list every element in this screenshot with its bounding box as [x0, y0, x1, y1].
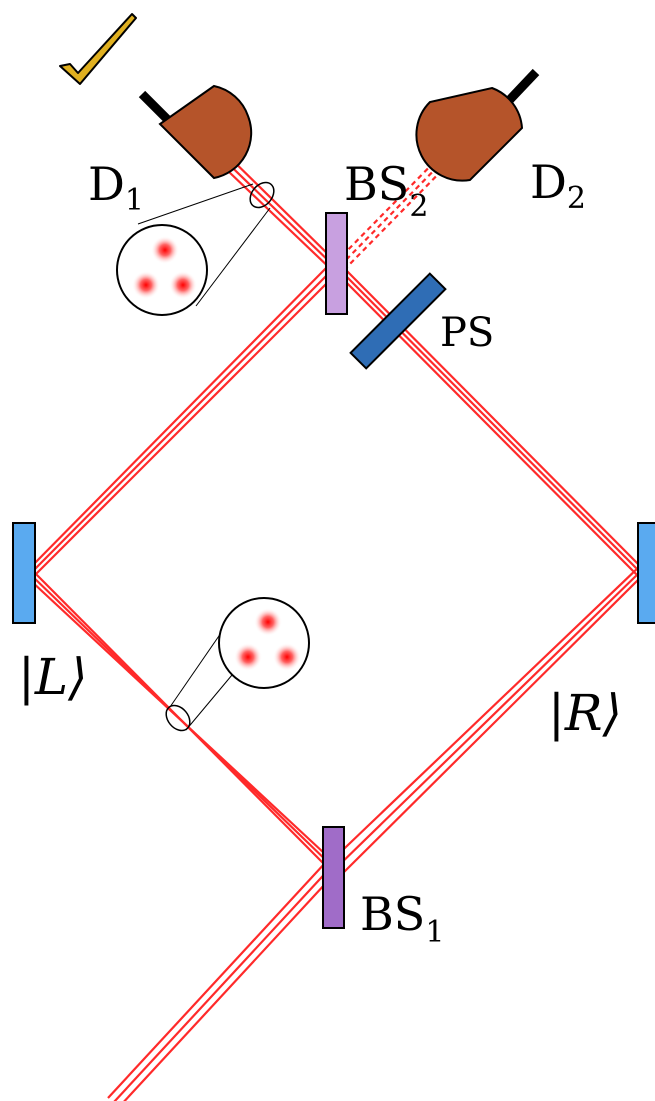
zoom-inset-bottom — [165, 597, 310, 732]
checkmark-icon — [59, 13, 137, 85]
beam-splitter-bs2 — [325, 212, 348, 315]
label-ket-r: |R⟩ — [548, 684, 622, 742]
detector-d1-icon — [138, 84, 253, 180]
left-mirror — [12, 522, 36, 624]
phase-shifter — [349, 272, 447, 370]
beam-spot — [151, 236, 179, 264]
beam-spot — [254, 608, 282, 636]
label-d2: D2 — [530, 155, 586, 216]
label-d1: D1 — [88, 157, 144, 218]
label-ps: PS — [440, 310, 494, 356]
beam-spot — [132, 271, 160, 299]
right-mirror — [637, 522, 655, 624]
beam-bs1-to-right-mirror — [325, 565, 641, 879]
label-bs2: BS2 — [344, 157, 428, 224]
label-ket-l: |L⟩ — [18, 648, 88, 706]
detector-d2-icon — [415, 68, 540, 182]
input-beam — [107, 861, 339, 1101]
beam-bs1-to-left-mirror — [29, 567, 339, 867]
beam-spot — [169, 271, 197, 299]
beam-spot — [273, 643, 301, 671]
label-bs1: BS1 — [360, 887, 444, 950]
beam-spot — [234, 643, 262, 671]
beam-splitter-bs1 — [322, 826, 345, 929]
beam-left-mirror-to-bs2 — [29, 261, 341, 581]
beam-right-mirror-to-bs2 — [335, 259, 641, 579]
zoom-inset-top — [116, 181, 275, 316]
